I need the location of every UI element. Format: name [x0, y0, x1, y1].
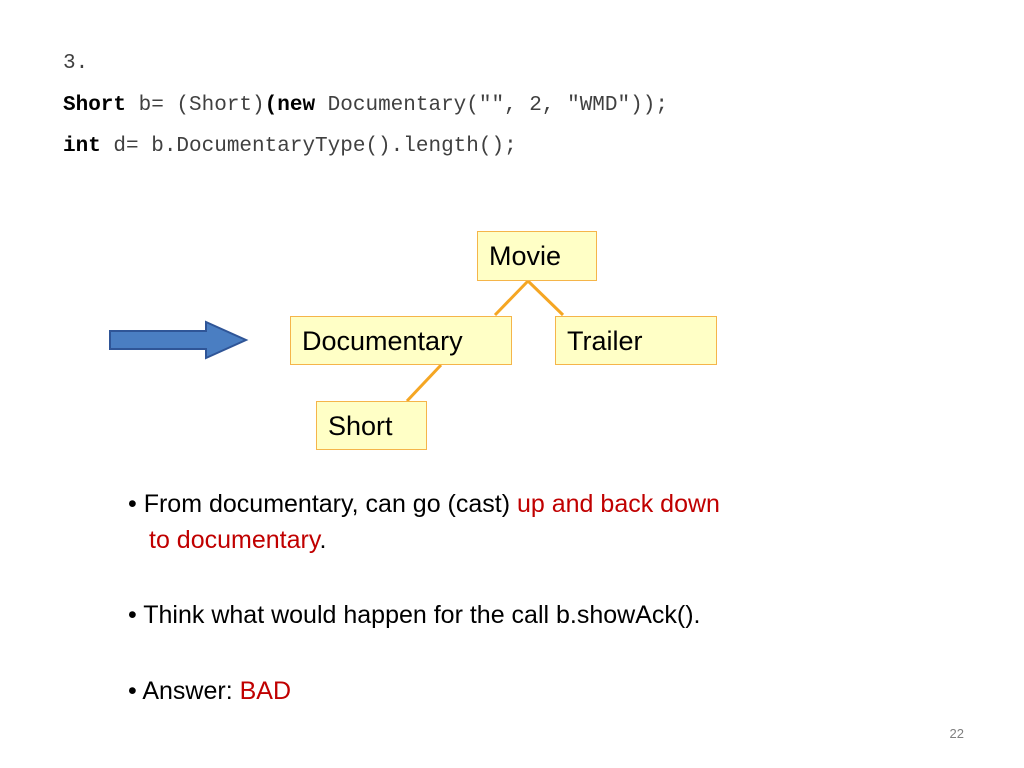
node-label: Movie — [489, 241, 562, 271]
node-short: Short — [316, 401, 427, 450]
bullet-dot: • — [128, 677, 137, 705]
code-keyword-int: int — [63, 135, 101, 158]
code-line-3: int d= b.DocumentaryType().length(); — [63, 135, 517, 158]
bullet-dot: • — [128, 601, 137, 629]
code-text: d= b.DocumentaryType().length(); — [100, 135, 517, 158]
bullet-text: Think what would happen for the call b.s… — [136, 601, 701, 629]
node-label: Trailer — [567, 326, 643, 356]
connector-movie-trailer — [526, 279, 565, 317]
code-line-2: Short b= (Short)(new Documentary("", 2, … — [63, 94, 668, 117]
bullet-think-call: • Think what would happen for the call b… — [128, 597, 888, 633]
node-movie: Movie — [477, 231, 597, 281]
code-keyword-new: (new — [264, 94, 316, 117]
bullet-highlight: up and back down — [517, 490, 720, 518]
connector-movie-documentary — [493, 279, 530, 317]
connector-documentary-short — [405, 363, 443, 403]
code-text: b= (Short) — [126, 94, 265, 117]
node-label: Short — [328, 411, 393, 441]
node-label: Documentary — [302, 326, 463, 356]
bullet-cast-explanation: • From documentary, can go (cast) up and… — [128, 486, 888, 558]
bullet-highlight: to documentary — [149, 526, 320, 554]
right-arrow-icon — [109, 320, 249, 360]
code-keyword-short: Short — [63, 94, 127, 117]
bullet-text: From documentary, can go (cast) — [136, 490, 517, 518]
code-line-1: 3. — [63, 52, 88, 75]
node-trailer: Trailer — [555, 316, 717, 365]
bullet-dot: • — [128, 490, 137, 518]
answer-value: BAD — [239, 677, 291, 705]
slide-number: 22 — [949, 726, 964, 741]
code-line-number: 3. — [63, 52, 89, 75]
code-text: Documentary("", 2, "WMD")); — [315, 94, 668, 117]
node-documentary: Documentary — [290, 316, 512, 365]
bullet-answer: • Answer: BAD — [128, 673, 888, 709]
bullet-text-end: . — [319, 526, 327, 554]
bullet-text: Answer: — [136, 677, 240, 705]
